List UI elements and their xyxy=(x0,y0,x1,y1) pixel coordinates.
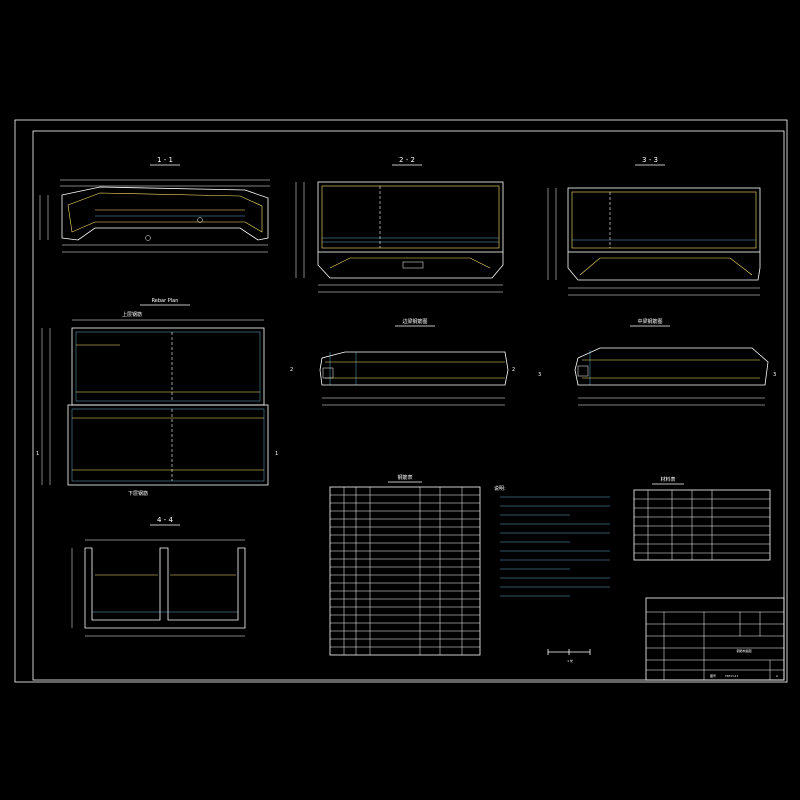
material-table-title: 材料表 xyxy=(660,476,675,483)
section-3-3-title: 3 - 3 xyxy=(642,156,658,164)
section-1-1-title: 1 - 1 xyxy=(157,156,173,164)
plan-view: Rebar Plan 上层钢筋 下层钢筋 1 1 xyxy=(36,298,278,497)
side-beam-mark-2b: 2 xyxy=(512,367,515,373)
title-block: 钢筋构造图 图号 TKT-H-17 A xyxy=(645,597,785,681)
side-beam-title: 边梁钢筋图 xyxy=(402,318,427,325)
rebar-table: 钢筋表 xyxy=(329,474,481,656)
material-table: 材料表 xyxy=(633,476,771,561)
scale-bar: 1 米 xyxy=(547,649,591,663)
section-3-3: 3 - 3 xyxy=(547,156,761,296)
drawing-no-label: 图号 xyxy=(710,673,716,678)
section-4-4: 4 - 4 xyxy=(71,516,246,637)
section-2-2-title: 2 - 2 xyxy=(399,156,415,164)
mid-beam-mark-3b: 3 xyxy=(773,372,776,378)
section-4-4-title: 4 - 4 xyxy=(157,516,173,524)
plan-lower-label: 下层钢筋 xyxy=(128,490,148,497)
mid-beam-title: 中梁钢筋图 xyxy=(637,318,662,325)
section-2-2: 2 - 2 xyxy=(295,156,504,293)
outer-frame xyxy=(14,119,788,683)
sheet-letter: A xyxy=(776,674,779,678)
drawing-name: 钢筋构造图 xyxy=(736,648,751,653)
drawing-no: TKT-H-17 xyxy=(724,674,738,678)
plan-title: Rebar Plan xyxy=(152,298,179,304)
mid-beam-rebar-view: 中梁钢筋图 3 3 xyxy=(538,318,776,406)
plan-section-mark-1b: 1 xyxy=(275,451,278,457)
inner-frame xyxy=(32,130,785,681)
rebar-table-title: 钢筋表 xyxy=(397,474,412,481)
side-beam-mark-2: 2 xyxy=(290,367,293,373)
plan-upper-label: 上层钢筋 xyxy=(122,311,142,318)
plan-section-mark-1: 1 xyxy=(36,451,39,457)
side-beam-rebar-view: 边梁钢筋图 2 2 xyxy=(290,318,515,406)
scale-label: 1 米 xyxy=(567,658,573,663)
notes-heading: 说明: xyxy=(494,485,506,492)
notes-block: 说明: xyxy=(494,485,610,597)
section-1-1: 1 - 1 xyxy=(39,156,270,253)
mid-beam-mark-3: 3 xyxy=(538,372,541,378)
